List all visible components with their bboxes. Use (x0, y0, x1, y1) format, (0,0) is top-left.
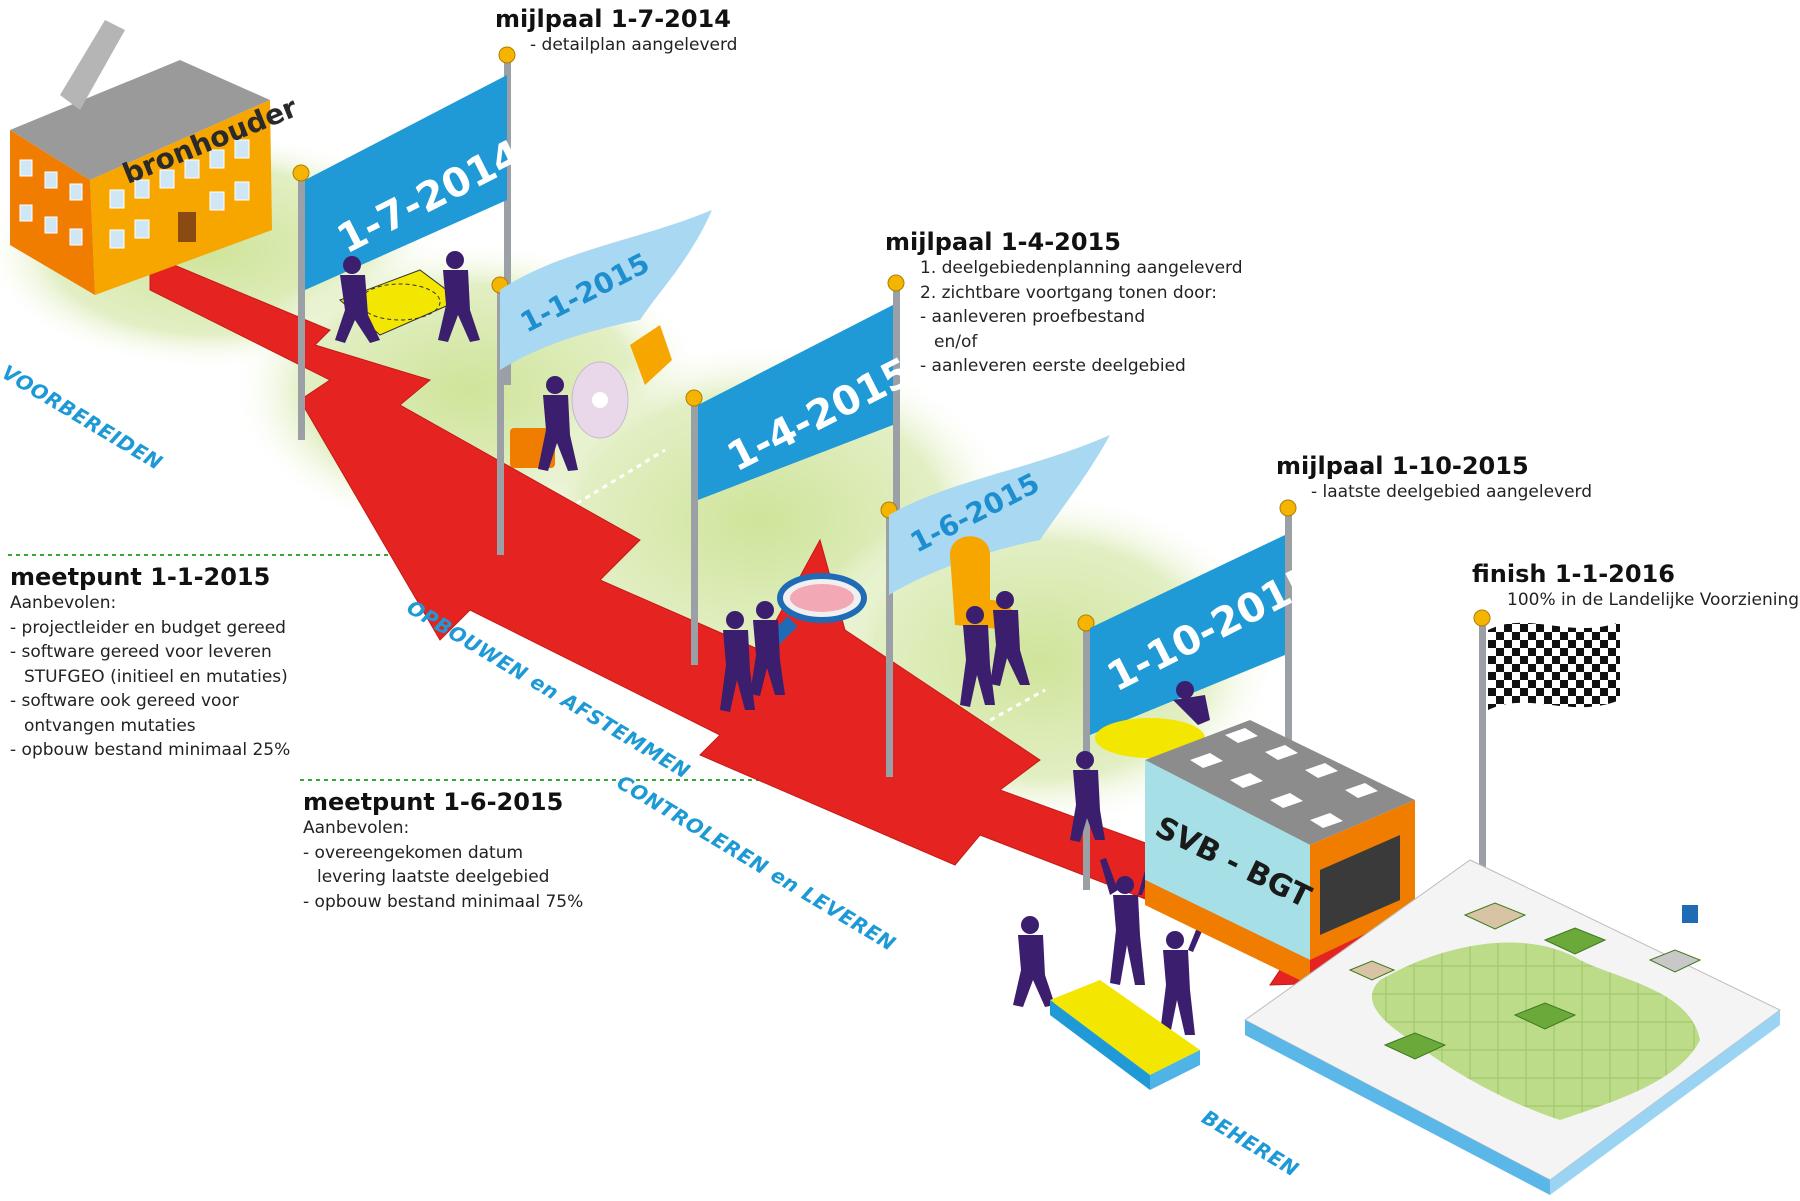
people (335, 251, 1210, 1035)
finish-line: 100% in de Landelijke Voorziening (1507, 590, 1800, 610)
finish-title: finish 1-1-2016 (1472, 560, 1675, 588)
meetpunt-jun-line: Aanbevolen: (303, 818, 410, 838)
meetpunt-jan-line: - software gereed voor leveren (10, 642, 272, 662)
pole-knobs (292, 46, 1491, 632)
meetpunt-jan-title: meetpunt 1-1-2015 (10, 563, 271, 591)
mijlpaal-apr-line: 1. deelgebiedenplanning aangeleverd (920, 258, 1243, 278)
mijlpaal-apr-line: - aanleveren eerste deelgebied (920, 356, 1186, 376)
meetpunt-jan-line: Aanbevolen: (10, 593, 117, 613)
meetpunt-jan: meetpunt 1-1-2015 Aanbevolen: - projectl… (10, 563, 290, 763)
mijlpaal-apr-line: en/of (934, 331, 978, 352)
meetpunt-jan-line: - software ook gereed voor (10, 691, 239, 711)
meetpunt-jan-line: - opbouw bestand minimaal 25% (10, 740, 291, 760)
mijlpaal-apr-title: mijlpaal 1-4-2015 (885, 228, 1121, 256)
mijlpaal-okt: mijlpaal 1-10-2015 - laatste deelgebied … (1276, 452, 1592, 505)
mijlpaal-2014-title: mijlpaal 1-7-2014 (495, 5, 731, 33)
netherlands-map-board (1244, 859, 1781, 1195)
mijlpaal-okt-title: mijlpaal 1-10-2015 (1276, 452, 1529, 480)
mijlpaal-2014-line: - detailplan aangeleverd (530, 35, 738, 55)
bronhouder-building (10, 20, 272, 295)
meetpunt-jan-line: STUFGEO (initieel en mutaties) (24, 666, 288, 687)
meetpunt-jan-line: ontvangen mutaties (24, 715, 196, 736)
meetpunt-jun-line: - opbouw bestand minimaal 75% (303, 891, 584, 912)
meetpunt-guides (8, 554, 885, 781)
meetpunt-jun-line: - overeengekomen datum (303, 842, 524, 863)
meetpunt-jun-title: meetpunt 1-6-2015 (303, 788, 564, 816)
mijlpaal-2014: mijlpaal 1-7-2014 - detailplan aangeleve… (495, 5, 737, 58)
meetpunt-jun: meetpunt 1-6-2015 Aanbevolen: - overeeng… (303, 788, 583, 914)
meetpunt-jun-line: levering laatste deelgebied (317, 867, 550, 887)
mijlpaal-apr: mijlpaal 1-4-2015 1. deelgebiedenplannin… (885, 228, 1243, 379)
meetpunt-jan-line: - projectleider en budget gereed (10, 617, 286, 638)
finish: finish 1-1-2016 100% in de Landelijke Vo… (1472, 560, 1799, 613)
mijlpaal-apr-line: 2. zichtbare voortgang tonen door: (920, 282, 1217, 303)
mijlpaal-apr-line: - aanleveren proefbestand (920, 307, 1146, 327)
mijlpaal-okt-line: - laatste deelgebied aangeleverd (1311, 482, 1593, 502)
flag-shapes (305, 75, 1620, 735)
finish-flag (1488, 622, 1620, 710)
podium (1050, 980, 1200, 1090)
